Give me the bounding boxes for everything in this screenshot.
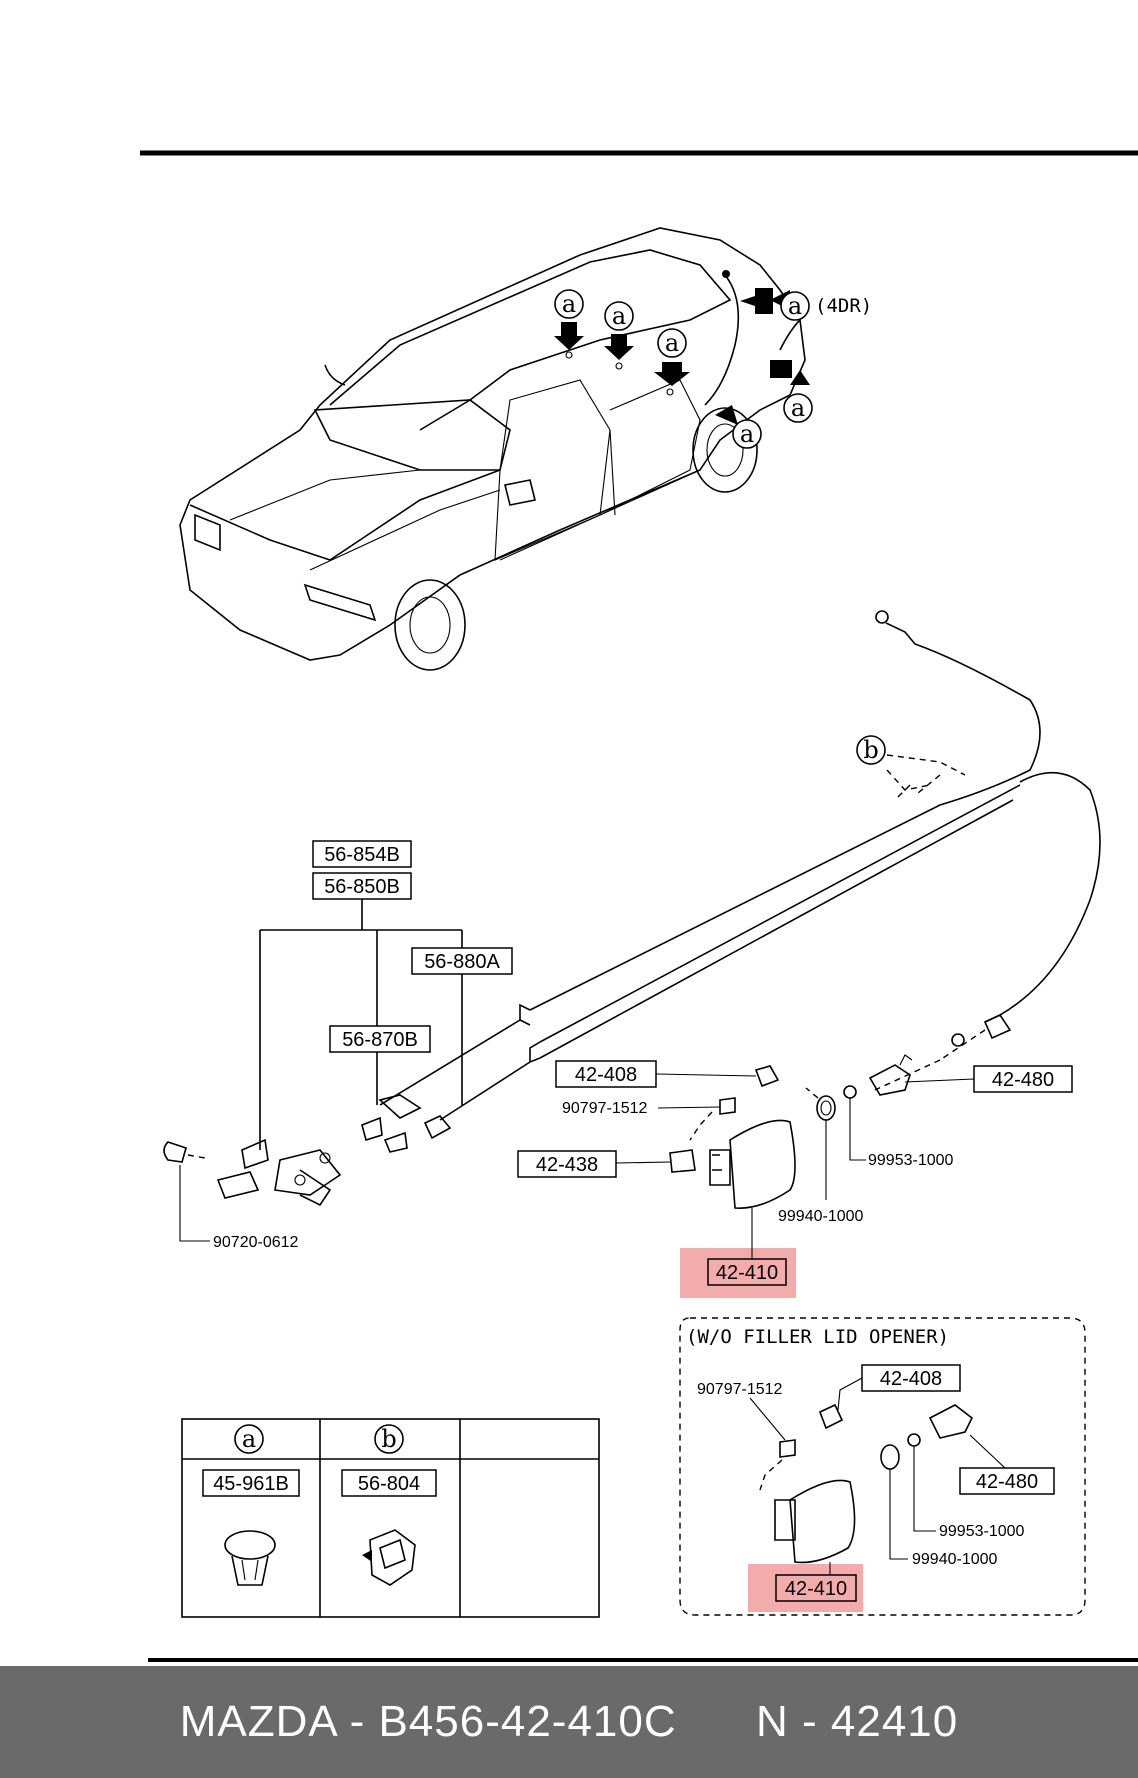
callout-a-wheel: a bbox=[732, 419, 762, 449]
callout-a-roof-1: a bbox=[554, 289, 584, 359]
part-number: 42-408 bbox=[575, 1064, 637, 1086]
label-99940-1000: 99940-1000 bbox=[778, 1120, 864, 1225]
callout-a-label: a bbox=[788, 292, 802, 320]
part-number: 56-870B bbox=[342, 1029, 418, 1051]
part-number: 42-480 bbox=[976, 1471, 1038, 1493]
footer-spacer bbox=[677, 1697, 756, 1747]
callout-a-roof-2: a bbox=[604, 301, 634, 370]
label-99953-1000: 99953-1000 bbox=[849, 1098, 954, 1169]
variant-4dr-label: (4DR) bbox=[815, 295, 872, 317]
footer-brand-part: MAZDA - B456-42-410C bbox=[179, 1697, 677, 1746]
inset-title: (W/O FILLER LID OPENER) bbox=[686, 1326, 949, 1348]
part-number: 56-854B bbox=[324, 844, 400, 866]
release-lever bbox=[163, 1138, 342, 1207]
part-number: 45-961B bbox=[213, 1473, 289, 1495]
callout-a-roof-3: a bbox=[654, 328, 690, 396]
label-42-408: 42-408 bbox=[555, 1060, 757, 1088]
label-42-410-main: 42-410 bbox=[680, 1208, 796, 1298]
callout-b-label: b bbox=[863, 736, 878, 764]
part-number: 42-408 bbox=[880, 1368, 942, 1390]
inset-label-42-408: 42-408 bbox=[837, 1364, 961, 1411]
legend-b-label: b bbox=[381, 1425, 396, 1453]
callout-b: b bbox=[856, 735, 966, 801]
fastener-legend-table: a b 45-961B 56-804 bbox=[181, 1418, 600, 1618]
part-number: 42-438 bbox=[536, 1154, 598, 1176]
footer-number: N - 42410 bbox=[756, 1697, 959, 1746]
legend-a-label: a bbox=[242, 1425, 256, 1453]
part-number: 56-850B bbox=[324, 876, 400, 898]
part-number: 42-480 bbox=[992, 1069, 1054, 1091]
part-number: 99940-1000 bbox=[912, 1551, 998, 1568]
label-56-870B: 56-870B bbox=[329, 1025, 431, 1053]
inset-label-42-410: 42-410 bbox=[748, 1562, 863, 1612]
label-56-850B: 56-850B bbox=[312, 872, 412, 900]
callout-a-rear-4dr: a (4DR) bbox=[740, 288, 872, 321]
part-number: 99940-1000 bbox=[778, 1208, 864, 1225]
part-number: 42-410 bbox=[716, 1262, 778, 1284]
callout-a-label: a bbox=[562, 290, 576, 318]
legend-col-a-header: a bbox=[234, 1424, 264, 1454]
footer-banner: MAZDA - B456-42-410C N - 42410 bbox=[0, 1666, 1138, 1778]
label-90720-0612: 90720-0612 bbox=[179, 1165, 299, 1251]
callout-a-label: a bbox=[740, 420, 754, 448]
cable-assembly bbox=[361, 610, 1101, 1153]
part-number: 90797-1512 bbox=[697, 1381, 783, 1398]
part-number: 56-804 bbox=[358, 1473, 420, 1495]
lid-hardware bbox=[669, 1054, 913, 1209]
callout-a-rear-lower: a bbox=[783, 393, 813, 423]
label-90797-1512: 90797-1512 bbox=[562, 1100, 721, 1117]
callout-a-label: a bbox=[665, 329, 679, 357]
inset-without-opener: (W/O FILLER LID OPENER) 90797-1512 42-40… bbox=[679, 1317, 1086, 1616]
inset-label-42-480: 42-480 bbox=[959, 1434, 1055, 1495]
part-number: 42-410 bbox=[785, 1578, 847, 1600]
callout-a-label: a bbox=[791, 394, 805, 422]
legend-col-b-header: b bbox=[374, 1424, 404, 1454]
legend-part-a: 45-961B bbox=[202, 1469, 300, 1586]
legend-part-b: 56-804 bbox=[341, 1469, 437, 1586]
callout-a-label: a bbox=[612, 302, 626, 330]
part-number: 99953-1000 bbox=[868, 1152, 954, 1169]
part-number: 90720-0612 bbox=[213, 1234, 299, 1251]
part-number: 99953-1000 bbox=[939, 1523, 1025, 1540]
parts-diagram: a a a a (4DR) a a bbox=[140, 150, 1138, 1662]
label-42-480: 42-480 bbox=[904, 1065, 1073, 1093]
car-illustration bbox=[179, 227, 810, 671]
part-number: 90797-1512 bbox=[562, 1100, 648, 1117]
label-56-880A: 56-880A bbox=[411, 947, 513, 975]
part-number: 56-880A bbox=[424, 951, 500, 973]
label-56-854B: 56-854B bbox=[312, 840, 412, 868]
label-42-438: 42-438 bbox=[517, 1150, 671, 1178]
